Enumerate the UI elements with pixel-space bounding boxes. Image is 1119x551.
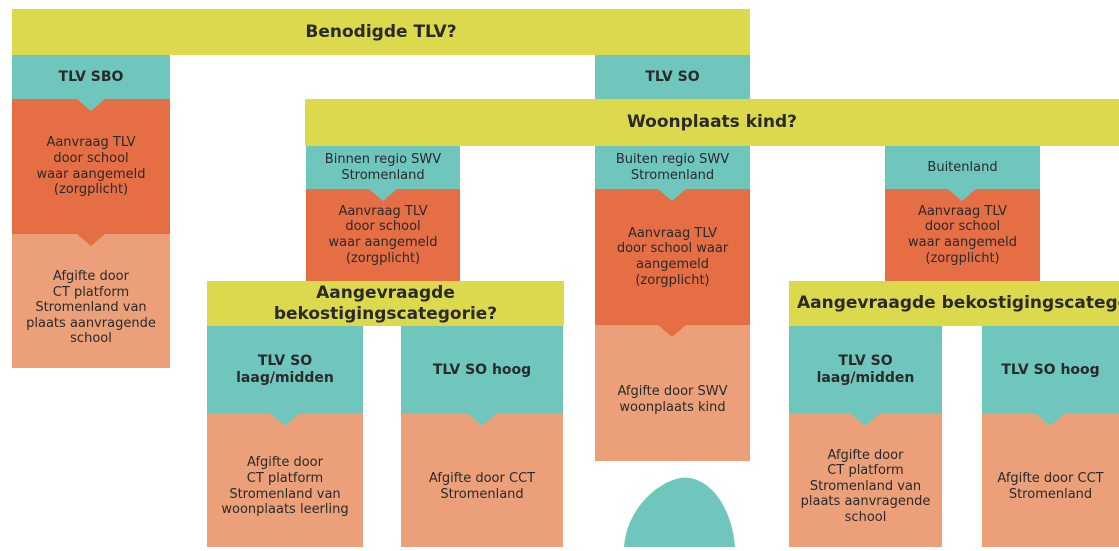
chevron-down-icon	[658, 325, 686, 337]
sbo-request-box: Aanvraag TLV door school waar aangemeld …	[12, 99, 170, 234]
chevron-down-icon	[77, 99, 105, 111]
chevron-down-icon	[271, 414, 299, 426]
outside-issue-box: Afgifte door SWV woonplaats kind	[595, 325, 750, 461]
chevron-down-icon	[468, 414, 496, 426]
tlv-so-label: TLV SO	[595, 55, 750, 99]
root-question: Benodigde TLV?	[12, 9, 750, 55]
chevron-down-icon	[851, 414, 879, 426]
sbo-issue-box: Afgifte door CT platform Stromenland van…	[12, 234, 170, 368]
chevron-down-icon	[77, 234, 105, 246]
inside-low-mid-issue: Afgifte door CT platform Stromenland van…	[207, 414, 363, 547]
abroad-high-issue: Afgifte door CCT Stromenland	[982, 414, 1119, 547]
abroad-high-label: TLV SO hoog	[982, 326, 1119, 414]
inside-high-label: TLV SO hoog	[401, 326, 563, 414]
chevron-down-icon	[369, 189, 397, 201]
chevron-down-icon	[1036, 414, 1064, 426]
inside-region-label: Binnen regio SWV Stromenland	[306, 146, 460, 189]
funding-question-abroad: Aangevraagde bekostigingscategorie	[789, 281, 1119, 326]
residence-question: Woonplaats kind?	[305, 99, 1119, 146]
abroad-label: Buitenland	[885, 146, 1040, 189]
decorative-blob	[622, 466, 737, 551]
chevron-down-icon	[658, 189, 686, 201]
outside-request-box: Aanvraag TLV door school waar aangemeld …	[595, 189, 750, 325]
funding-question-inside: Aangevraagde bekostigingscategorie?	[207, 281, 564, 326]
tlv-sbo-label: TLV SBO	[12, 55, 170, 99]
inside-request-box: Aanvraag TLV door school waar aangemeld …	[306, 189, 460, 281]
inside-low-mid-label: TLV SO laag/midden	[207, 326, 363, 414]
chevron-down-icon	[948, 189, 976, 201]
inside-high-issue: Afgifte door CCT Stromenland	[401, 414, 563, 547]
outside-region-label: Buiten regio SWV Stromenland	[595, 146, 750, 189]
abroad-low-mid-label: TLV SO laag/midden	[789, 326, 942, 414]
abroad-low-mid-issue: Afgifte door CT platform Stromenland van…	[789, 414, 942, 547]
abroad-request-box: Aanvraag TLV door school waar aangemeld …	[885, 189, 1040, 281]
